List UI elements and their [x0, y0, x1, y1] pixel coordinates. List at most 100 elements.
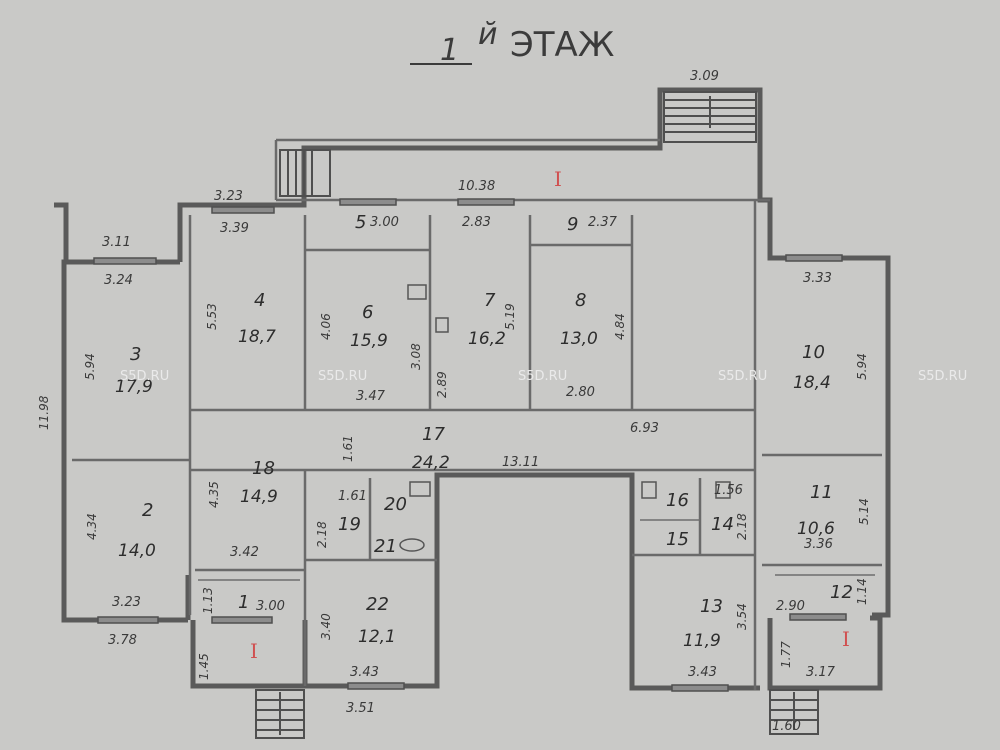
stair-bottom-right	[769, 689, 819, 735]
dim-161b: 1.61	[338, 489, 367, 504]
room-9-number: 9	[567, 214, 578, 235]
sanitary-fixtures	[399, 284, 731, 552]
dim-323b: 3.23	[112, 595, 141, 610]
dim-218: 2.18	[315, 521, 329, 548]
dim-160: 1.60	[772, 719, 801, 734]
room-6-number: 6	[362, 302, 373, 323]
room-1-number: 1	[238, 592, 249, 613]
section-mark-bottom-left: I	[250, 639, 258, 663]
dim-406: 4.06	[319, 313, 333, 340]
dim-594a: 5.94	[83, 353, 97, 380]
room-5-number: 5	[355, 212, 366, 233]
dimension-labels: 3.09 3.23 3.39 10.38 2.83 3.00 2.37 3.11…	[37, 69, 871, 734]
room-11-number: 11	[810, 482, 833, 503]
section-mark-top: I	[554, 167, 562, 191]
room-4-area: 18,7	[238, 327, 276, 347]
room-8-number: 8	[575, 290, 586, 311]
room-22-area: 12,1	[358, 627, 396, 647]
dim-693: 6.93	[630, 421, 659, 436]
watermark-4: S5D.RU	[718, 369, 767, 384]
room-18-number: 18	[252, 458, 275, 479]
dim-113: 1.13	[201, 587, 215, 614]
windows	[93, 198, 847, 692]
floor-number: 1	[440, 33, 459, 68]
room-13-area: 11,9	[683, 631, 721, 651]
room-2-number: 2	[142, 500, 153, 521]
dim-311: 3.11	[102, 235, 131, 250]
watermarks: S5D.RU S5D.RU S5D.RU S5D.RU S5D.RU	[120, 369, 967, 384]
room-7-area: 16,2	[468, 329, 506, 349]
dim-1038: 10.38	[458, 179, 495, 194]
watermark-5: S5D.RU	[918, 369, 967, 384]
dim-342: 3.42	[230, 545, 259, 560]
floor-number-suffix: й	[478, 17, 498, 52]
dim-308: 3.08	[409, 343, 423, 370]
watermark-3: S5D.RU	[518, 369, 567, 384]
dim-283: 2.83	[462, 215, 491, 230]
dim-114: 1.14	[855, 578, 869, 605]
dim-343b: 3.43	[688, 665, 717, 680]
dim-347: 3.47	[356, 389, 386, 404]
dim-300a: 3.00	[370, 215, 399, 230]
dim-237: 2.37	[588, 215, 618, 230]
dim-514: 5.14	[857, 498, 871, 525]
interior-walls	[72, 200, 882, 690]
dim-218b: 2.18	[735, 513, 749, 540]
dim-340: 3.40	[319, 613, 333, 640]
room-3-area: 17,9	[115, 377, 153, 397]
dim-434: 4.34	[85, 513, 99, 540]
room-17-number: 17	[422, 424, 445, 445]
floor-title: 1 й ЭТАЖ	[410, 17, 614, 68]
dim-290: 2.90	[776, 599, 805, 614]
dim-339: 3.39	[220, 221, 249, 236]
room-labels: 1 2 14,0 3 17,9 4 18,7 5 6 15,9 7 16,2 8…	[115, 212, 853, 651]
stair-top-right	[663, 91, 757, 143]
room-15-number: 15	[666, 529, 689, 550]
dim-333: 3.33	[803, 271, 832, 286]
dim-351: 3.51	[346, 701, 375, 716]
dim-336: 3.36	[804, 537, 833, 552]
room-18-area: 14,9	[240, 487, 278, 507]
room-21-number: 21	[374, 536, 397, 557]
section-marks: I I I	[250, 167, 850, 663]
dim-323a: 3.23	[214, 189, 243, 204]
dim-177: 1.77	[779, 641, 793, 668]
dim-343a: 3.43	[350, 665, 379, 680]
dim-484: 4.84	[613, 313, 627, 340]
dim-553: 5.53	[205, 303, 219, 330]
dim-289: 2.89	[435, 371, 449, 398]
room-16-number: 16	[666, 490, 689, 511]
dim-519: 5.19	[503, 303, 517, 330]
room-2-area: 14,0	[118, 541, 156, 561]
floor-title-word: ЭТАЖ	[510, 25, 614, 65]
dim-1198: 11.98	[37, 395, 51, 430]
dim-145: 1.45	[197, 653, 211, 680]
dim-354: 3.54	[735, 603, 749, 630]
room-13-number: 13	[700, 596, 723, 617]
dim-300b: 3.00	[256, 599, 285, 614]
dim-280: 2.80	[566, 385, 595, 400]
stair-top-left	[279, 149, 331, 197]
room-17-area: 24,2	[412, 453, 450, 473]
dim-156: 1.56	[714, 483, 743, 498]
room-12-number: 12	[830, 582, 853, 603]
dim-594b: 5.94	[855, 353, 869, 380]
room-22-number: 22	[366, 594, 389, 615]
room-8-area: 13,0	[560, 329, 598, 349]
dim-324: 3.24	[104, 273, 133, 288]
room-19-number: 19	[338, 514, 361, 535]
room-20-number: 20	[384, 494, 407, 515]
dim-161a: 1.61	[341, 435, 355, 462]
dim-378: 3.78	[108, 633, 137, 648]
room-14-number: 14	[711, 514, 734, 535]
dim-1311: 13.11	[502, 455, 539, 470]
room-4-number: 4	[254, 290, 265, 311]
room-6-area: 15,9	[350, 331, 388, 351]
dim-317: 3.17	[806, 665, 836, 680]
room-7-number: 7	[484, 290, 496, 311]
room-3-number: 3	[130, 344, 141, 365]
section-mark-bottom-right: I	[842, 627, 850, 651]
room-10-area: 18,4	[793, 373, 831, 393]
room-10-number: 10	[802, 342, 825, 363]
